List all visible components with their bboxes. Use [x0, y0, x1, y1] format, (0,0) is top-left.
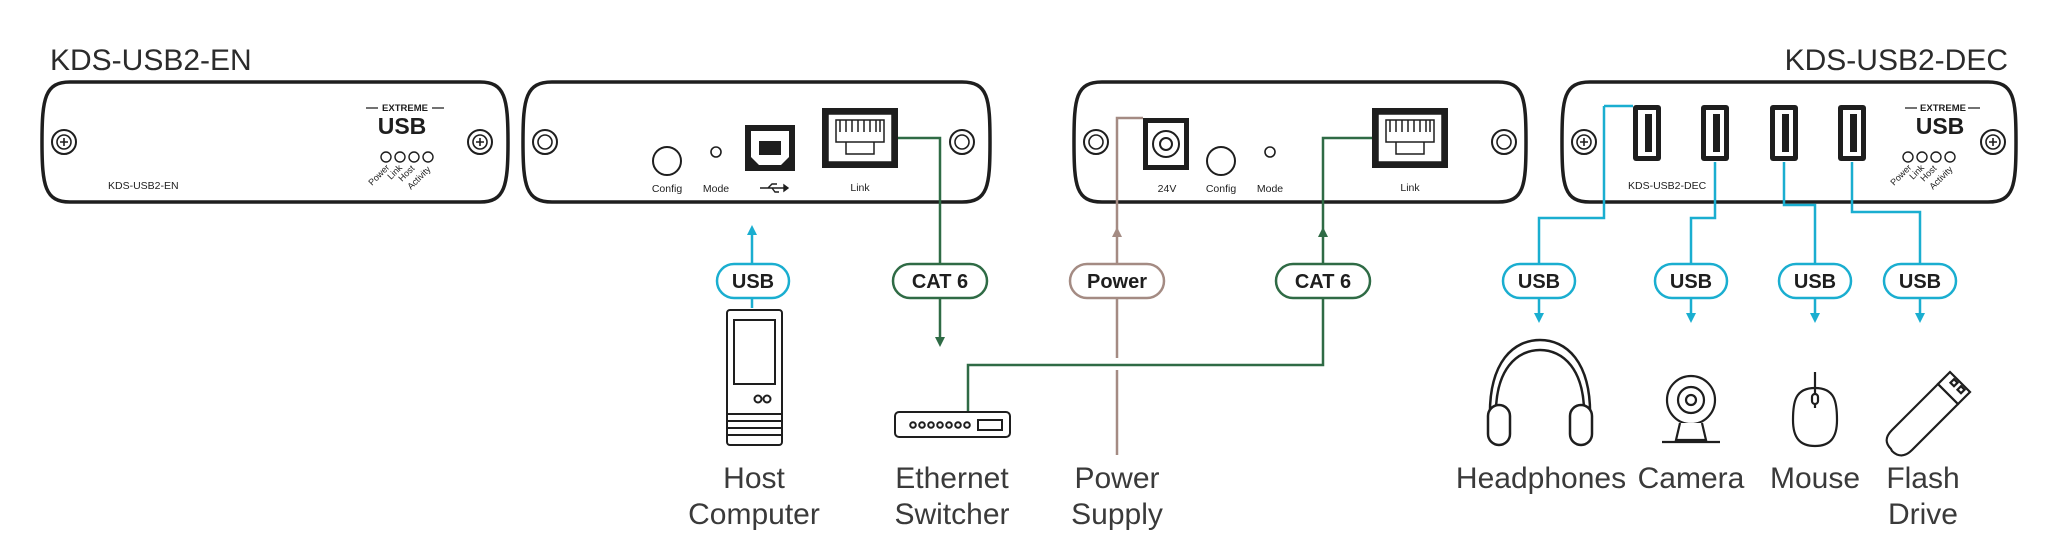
camera-icon	[1662, 374, 1720, 444]
power-led-icon	[380, 151, 392, 163]
decoder-front-model: KDS-USB2-DEC	[1628, 180, 1707, 192]
svg-text:USB: USB	[1899, 271, 1941, 293]
usb-b-port-icon[interactable]	[745, 125, 795, 171]
encoder-front-panel: KDS-USB2-EN EXTREME USB Power Link Host …	[40, 80, 510, 204]
svg-text:USB: USB	[1518, 271, 1560, 293]
decoder-rear-right-screw-icon	[1491, 129, 1517, 155]
encoder-rj45-port-icon[interactable]	[821, 107, 899, 169]
svg-text:Power: Power	[1087, 271, 1147, 293]
encoder-config-label: Config	[652, 183, 683, 195]
decoder-front-right-screw-icon	[1980, 129, 2006, 155]
activity-led-icon	[1944, 151, 1956, 163]
camera-label: Camera	[1638, 462, 1745, 495]
usb-cable-mouse	[1782, 162, 1820, 323]
svg-text:CAT 6: CAT 6	[1295, 271, 1351, 293]
usb-badge-camera: USB	[1653, 262, 1729, 300]
link-led-icon	[1916, 151, 1928, 163]
encoder-rear-right-screw-icon	[949, 129, 975, 155]
config-button[interactable]	[652, 146, 682, 176]
svg-text:CAT 6: CAT 6	[912, 271, 968, 293]
usb-cable-headphones	[1534, 106, 1606, 323]
decoder-front-panel: KDS-USB2-DEC EXTREME USB Power Link Host…	[1560, 80, 2018, 204]
host-led-icon	[1930, 151, 1942, 163]
decoder-extreme-usb-logo: EXTREME USB	[1905, 103, 1980, 139]
encoder-extreme-usb-logo: EXTREME USB	[366, 103, 444, 139]
usb-badge-flash-drive: USB	[1882, 262, 1958, 300]
mode-led-icon	[710, 146, 722, 158]
decoder-rj45-port-icon[interactable]	[1371, 107, 1449, 169]
flash-drive-label-line1: Flash	[1886, 462, 1959, 495]
power-cable-top	[1115, 116, 1143, 232]
decoder-24v-label: 24V	[1158, 183, 1177, 195]
link-led-icon	[394, 151, 406, 163]
power-badge: Power	[1068, 262, 1166, 300]
usb-badge-host: USB	[715, 262, 791, 300]
flash-drive-label-line2: Drive	[1888, 498, 1958, 531]
svg-text:EXTREME: EXTREME	[1920, 103, 1966, 114]
svg-text:USB: USB	[1794, 271, 1836, 293]
decoder-config-button[interactable]	[1206, 146, 1236, 176]
encoder-title: KDS-USB2-EN	[50, 44, 252, 77]
host-computer-icon	[726, 309, 783, 446]
svg-text:USB: USB	[378, 113, 427, 139]
encoder-link-label: Link	[850, 182, 870, 194]
power-jack-icon[interactable]	[1143, 118, 1189, 170]
ethernet-switcher-icon	[894, 411, 1011, 438]
usb-symbol-icon	[760, 183, 790, 193]
cat6-badge-encoder: CAT 6	[891, 262, 989, 300]
activity-led-icon	[422, 151, 434, 163]
host-computer-label-line2: Computer	[688, 498, 820, 531]
cat6-badge-decoder: CAT 6	[1274, 262, 1372, 300]
decoder-mode-led-icon	[1264, 146, 1276, 158]
power-supply-label-line1: Power	[1074, 462, 1159, 495]
encoder-front-model: KDS-USB2-EN	[108, 180, 179, 192]
host-led-icon	[408, 151, 420, 163]
decoder-config-label: Config	[1206, 183, 1237, 195]
cat6-cable-decoder	[966, 227, 1328, 412]
usb-a-port-4-icon[interactable]	[1838, 105, 1866, 161]
decoder-rear-panel: 24V Config Mode Link	[1072, 80, 1528, 204]
decoder-link-label: Link	[1400, 182, 1420, 194]
decoder-title: KDS-USB2-DEC	[1785, 44, 2008, 77]
usb-badge-mouse: USB	[1777, 262, 1853, 300]
decoder-mode-label: Mode	[1257, 183, 1283, 195]
power-led-icon	[1902, 151, 1914, 163]
mouse-icon	[1791, 372, 1839, 448]
decoder-rear-left-screw-icon	[1083, 129, 1109, 155]
usb-a-port-2-icon[interactable]	[1701, 105, 1729, 161]
encoder-rear-panel: Config Mode Link	[521, 80, 992, 204]
usb-a-port-3-icon[interactable]	[1770, 105, 1798, 161]
svg-text:EXTREME: EXTREME	[382, 103, 428, 114]
usb-a-port-1-icon[interactable]	[1633, 105, 1661, 161]
host-computer-label-line1: Host	[723, 462, 785, 495]
cat6-cable-decoder-top	[1321, 136, 1372, 232]
ethernet-switcher-label-line1: Ethernet	[895, 462, 1009, 495]
encoder-mode-label: Mode	[703, 183, 729, 195]
ethernet-switcher-label-line2: Switcher	[894, 498, 1009, 531]
headphones-label: Headphones	[1456, 462, 1626, 495]
encoder-front-left-screw-icon	[51, 129, 77, 155]
svg-text:USB: USB	[1916, 113, 1965, 139]
mouse-label: Mouse	[1770, 462, 1860, 495]
headphones-icon	[1486, 338, 1594, 447]
power-supply-label-line2: Supply	[1071, 498, 1163, 531]
usb-badge-headphones: USB	[1501, 262, 1577, 300]
svg-text:USB: USB	[732, 271, 774, 293]
encoder-front-right-screw-icon	[467, 129, 493, 155]
decoder-front-left-screw-icon	[1571, 129, 1597, 155]
flash-drive-icon	[1885, 370, 1972, 457]
encoder-rear-left-screw-icon	[532, 129, 558, 155]
svg-text:USB: USB	[1670, 271, 1712, 293]
